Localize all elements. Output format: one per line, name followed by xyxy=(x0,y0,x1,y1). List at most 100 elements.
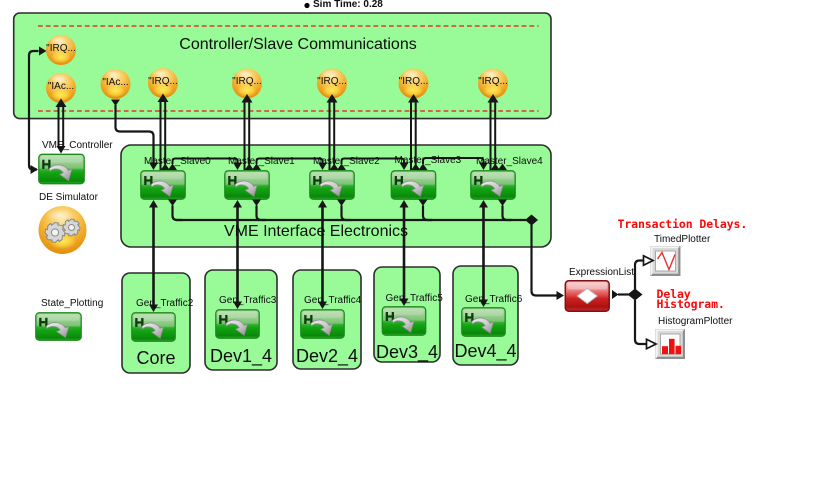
wire-chain-ms0-ms1[interactable] xyxy=(171,157,239,165)
arrow-into-irq2 xyxy=(241,94,253,103)
h-glyph xyxy=(385,312,394,321)
channel-irq5-part xyxy=(481,69,499,79)
h-glyph-part xyxy=(394,176,397,185)
dev4-box-label: Dev4_4 xyxy=(454,340,517,361)
arrow-into-irq4 xyxy=(408,94,419,103)
master-slave0[interactable] xyxy=(140,170,186,200)
arrow-into-gen6 xyxy=(479,299,488,307)
channel-irq2[interactable] xyxy=(232,68,262,99)
wire-to-timedplotter[interactable] xyxy=(633,259,644,290)
wire-to-histplotter[interactable] xyxy=(633,300,647,346)
junction-out[interactable] xyxy=(627,288,643,301)
sim-time-dot-icon xyxy=(304,2,310,9)
channel-irq3[interactable] xyxy=(317,68,347,99)
wire-chain-ms2-ms3[interactable] xyxy=(340,157,405,165)
port-ms1-chain xyxy=(252,163,261,170)
line-chart-icon xyxy=(656,251,676,272)
histogram-plotter-part xyxy=(655,329,684,358)
wire-chain-ms3-ms4[interactable] xyxy=(422,157,485,164)
h-glyph-part xyxy=(400,176,403,185)
port-ms2-irq-out xyxy=(329,163,339,170)
wire-chain-ms1-ms2[interactable] xyxy=(255,157,324,165)
gen-traffic3[interactable] xyxy=(215,309,260,339)
gen-traffic5-label: Gen_Traffic5 xyxy=(385,292,443,304)
gen-traffic6-part xyxy=(463,309,504,316)
swoosh-arrow-icon xyxy=(319,180,343,197)
arrow-into-gen3 xyxy=(233,301,242,309)
wire-bus-expression[interactable] xyxy=(530,224,557,297)
h-glyph xyxy=(304,315,313,324)
port-ms2-chain xyxy=(337,163,346,170)
h-glyph-part xyxy=(387,315,392,318)
gears-icon xyxy=(44,218,81,244)
channel-irq3-part xyxy=(320,69,338,79)
h-glyph-part xyxy=(234,176,237,185)
wire-iack1-ms0[interactable] xyxy=(114,105,155,164)
dev3-box-label: Dev3_4 xyxy=(375,342,439,362)
communications-box[interactable] xyxy=(12,12,552,120)
h-glyph-part xyxy=(396,179,401,182)
vme-controller[interactable] xyxy=(38,153,85,185)
channel-irq0-label: "IRQ... xyxy=(46,42,76,54)
port-ms2-bus-out xyxy=(337,199,346,206)
h-glyph-part xyxy=(313,176,316,185)
expression-list[interactable] xyxy=(564,280,610,312)
channel-irq2-label: "IRQ... xyxy=(232,76,262,87)
channel-irq1[interactable] xyxy=(148,68,178,98)
arrow-into-ms1-bottom xyxy=(233,200,242,208)
histogram-plotter[interactable] xyxy=(655,329,685,359)
swoosh-arrow-icon xyxy=(471,317,495,334)
port-ms4-chain xyxy=(498,163,507,170)
master-slave3[interactable] xyxy=(390,170,437,200)
junction-bus[interactable] xyxy=(525,214,538,226)
gen-traffic6[interactable] xyxy=(461,307,506,337)
state-plotting[interactable] xyxy=(35,312,82,341)
channel-irq0[interactable] xyxy=(46,35,76,65)
master-slave1-part xyxy=(226,172,268,179)
channel-iack0-part xyxy=(49,74,67,83)
h-glyph-part xyxy=(39,317,42,327)
channel-irq1-part xyxy=(151,69,169,78)
h-glyph-part xyxy=(476,179,481,182)
de-simulator-part xyxy=(45,209,74,221)
annotation-transaction-delays[interactable]: Transaction Delays. xyxy=(617,217,748,231)
h-glyph-part xyxy=(385,312,388,321)
gen-traffic5[interactable] xyxy=(381,306,427,336)
h-glyph-part xyxy=(306,318,311,321)
h-glyph-part xyxy=(230,179,235,182)
h-glyph xyxy=(474,176,483,185)
channel-iack1-part xyxy=(103,70,122,79)
annotation-delay-histogram[interactable]: Delay Histogram. xyxy=(656,286,725,311)
swoosh-arrow-icon xyxy=(310,319,334,336)
channel-irq3-label: "IRQ... xyxy=(317,76,347,87)
gen-traffic2[interactable] xyxy=(131,312,176,342)
gen-traffic4-label: Gen_Traffic4 xyxy=(304,295,362,306)
channel-iack1[interactable] xyxy=(100,69,131,99)
channel-irq5[interactable] xyxy=(478,68,508,99)
state-plotting-label: State_Plotting xyxy=(41,298,104,309)
gen-traffic6-label: Gen_Traffic6 xyxy=(465,293,523,305)
channel-irq4[interactable] xyxy=(398,68,429,99)
channel-iack0[interactable] xyxy=(46,73,76,103)
master-slave1[interactable] xyxy=(224,170,270,200)
master-slave4[interactable] xyxy=(470,170,516,200)
channel-irq4-label: "IRQ... xyxy=(398,76,429,87)
de-simulator[interactable] xyxy=(38,206,87,254)
arrow-into-timedplotter xyxy=(642,254,655,267)
gen-traffic4[interactable] xyxy=(300,309,345,339)
gears-icon-part xyxy=(50,228,60,237)
h-glyph-part xyxy=(310,315,313,324)
arrow-into-irq0 xyxy=(39,46,47,56)
timed-plotter[interactable] xyxy=(650,246,681,276)
arrow-into-ms4-bottom xyxy=(479,200,488,208)
swoosh-arrow-icon xyxy=(225,319,249,336)
arrow-into-ms2-bottom xyxy=(318,200,327,208)
h-glyph-part xyxy=(219,315,222,324)
master-slave2[interactable] xyxy=(309,170,355,200)
h-glyph-part xyxy=(465,313,468,322)
gears-icon-part xyxy=(68,224,75,231)
bar-chart-icon-part xyxy=(662,346,668,355)
histogram-plotter-label: HistogramPlotter xyxy=(658,315,733,327)
h-glyph-part xyxy=(315,179,320,182)
